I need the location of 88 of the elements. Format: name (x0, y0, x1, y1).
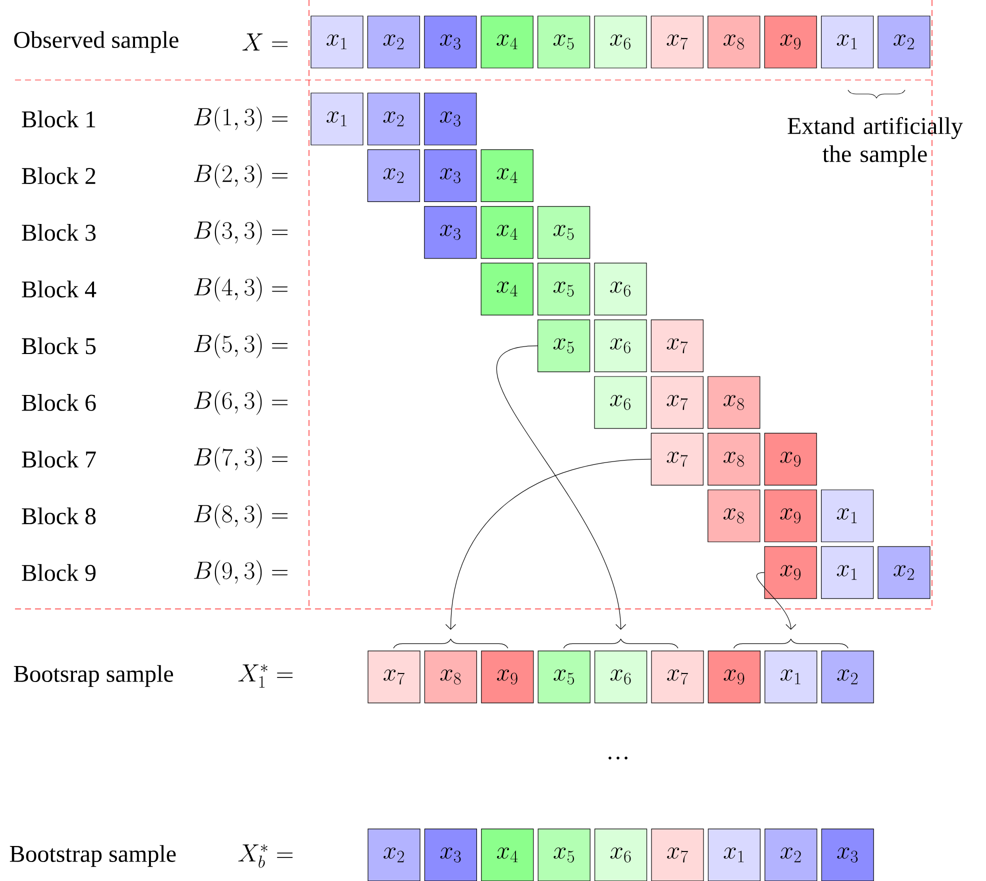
sample-cell: $x_2$ (821, 650, 874, 704)
sample-cell: $x_1$ (821, 16, 874, 68)
sample-cell: $x_2$ (368, 828, 420, 881)
sample-cell: $x_3$ (424, 206, 477, 259)
note-text: Extand artificially the sample (788, 117, 963, 167)
sample-cell: $x_1$ (310, 92, 364, 146)
formula-label: $B(5,3) =$ (194, 333, 288, 358)
row-label: Block 9 (22, 564, 96, 582)
sample-cell: $x_5$ (538, 828, 590, 881)
formula-label: $B(2,3) =$ (194, 163, 288, 188)
sample-cell: $x_9$ (764, 16, 817, 68)
sample-cell: $x_6$ (594, 262, 647, 316)
sample-cell: $x_5$ (538, 206, 590, 259)
sample-cell: $x_6$ (594, 376, 647, 429)
sample-cell: $x_8$ (708, 432, 760, 486)
row-label: Block 8 (22, 507, 96, 524)
sample-cell: $x_1$ (821, 490, 874, 542)
sample-cell: $x_7$ (651, 650, 704, 704)
brace (733, 638, 848, 648)
sample-cell: $x_9$ (708, 650, 760, 704)
row-label: Bootstrap sample (10, 845, 176, 867)
row-label: Block 1 (22, 110, 96, 128)
sample-cell: $x_4$ (480, 206, 534, 259)
sample-cell: $x_7$ (650, 16, 704, 68)
sample-cell: $x_2$ (764, 828, 818, 881)
sample-cell: $x_2$ (367, 92, 420, 146)
row-label: Observed sample (14, 31, 178, 53)
sample-cell: $x_3$ (821, 828, 874, 881)
sample-cell: $x_3$ (424, 149, 477, 202)
sample-cell: $x_7$ (368, 650, 420, 704)
row-label: Block 6 (22, 394, 96, 411)
sample-cell: $x_2$ (367, 149, 420, 202)
sample-cell: $x_7$ (650, 376, 704, 429)
sample-cell: $x_6$ (594, 828, 648, 881)
formula-label: $B(6,3) =$ (194, 390, 288, 415)
formula-label: $B(1,3) =$ (194, 106, 288, 132)
sample-cell: $x_1$ (764, 650, 818, 704)
sample-cell: $x_4$ (480, 16, 534, 68)
curved-arrow (496, 346, 626, 630)
sample-cell: $x_9$ (764, 432, 817, 486)
sample-cell: $x_9$ (764, 546, 817, 599)
formula-label: $B(7,3) =$ (194, 446, 288, 472)
sample-cell: $x_3$ (424, 92, 477, 146)
sample-cell: $x_7$ (651, 828, 704, 881)
sample-cell: $x_4$ (480, 149, 534, 202)
curved-arrow (756, 572, 796, 630)
sample-cell: $x_1$ (821, 546, 874, 599)
sample-cell: $x_8$ (708, 16, 760, 68)
sample-cell: $x_9$ (481, 650, 534, 704)
row-label: Block 3 (22, 224, 96, 241)
sample-cell: $x_5$ (538, 262, 590, 316)
formula-label: $B(3,3) =$ (194, 220, 288, 245)
sample-cell: $x_5$ (538, 16, 590, 68)
row-label: … (608, 756, 628, 760)
row-label: Bootsrap sample (14, 665, 174, 687)
formula-label: $B(9,3) =$ (194, 560, 288, 586)
row-label: Block 7 (22, 450, 96, 468)
sample-cell: $x_9$ (764, 490, 817, 542)
sample-cell: $x_5$ (538, 650, 590, 704)
brace (393, 638, 508, 648)
sample-cell: $x_7$ (650, 319, 704, 372)
sample-cell: $x_4$ (480, 262, 534, 316)
sample-cell: $x_2$ (878, 546, 930, 599)
formula-label: $X_b^* =$ (238, 844, 293, 868)
sample-cell: $x_7$ (650, 432, 704, 486)
sample-cell: $x_6$ (594, 16, 647, 68)
sample-cell: $x_2$ (878, 16, 930, 68)
sample-cell: $x_8$ (424, 650, 477, 704)
sample-cell: $x_6$ (594, 319, 647, 372)
sample-cell: $x_3$ (424, 16, 477, 68)
sample-cell: $x_1$ (310, 16, 364, 68)
row-label: Block 4 (22, 280, 96, 298)
formula-label: $B(4,3) =$ (194, 276, 288, 302)
sample-cell: $x_2$ (367, 16, 420, 68)
sample-cell: $x_6$ (594, 650, 648, 704)
sample-cell: $x_1$ (708, 828, 760, 881)
sample-cell: $x_5$ (538, 319, 590, 372)
formula-label: $X_1^* =$ (238, 664, 293, 688)
sample-cell: $x_8$ (708, 490, 760, 542)
row-label: Block 2 (22, 167, 96, 184)
formula-label: $X =$ (242, 34, 288, 50)
formula-label: $B(8,3) =$ (194, 503, 288, 528)
sample-cell: $x_3$ (424, 828, 477, 881)
brace (563, 638, 678, 648)
sample-cell: $x_8$ (708, 376, 760, 429)
row-label: Block 5 (22, 337, 96, 354)
sample-cell: $x_4$ (481, 828, 534, 881)
curved-arrow (445, 458, 652, 630)
